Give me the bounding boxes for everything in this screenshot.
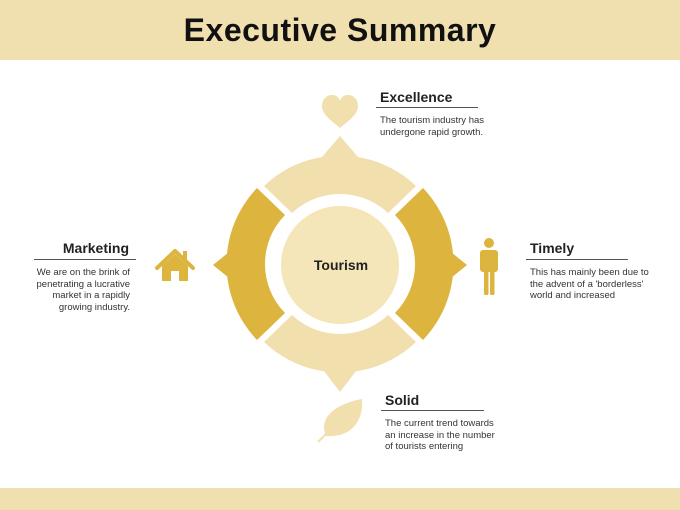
segment-bottom	[264, 315, 416, 373]
marketing-body: We are on the brink of penetrating a luc…	[36, 267, 130, 313]
timely-title: Timely	[530, 240, 575, 256]
ring-segments	[213, 136, 467, 392]
center-label: Tourism	[314, 257, 368, 273]
header-bar	[0, 0, 680, 60]
house-icon	[155, 249, 195, 281]
page-title: Executive Summary	[183, 12, 497, 48]
arrow-right	[446, 248, 467, 282]
segment-top	[264, 155, 416, 213]
excellence-title: Excellence	[380, 89, 453, 105]
arrow-left	[213, 248, 234, 282]
solid-title: Solid	[385, 392, 420, 408]
excellence-body: The tourism industry has undergone rapid…	[380, 115, 485, 138]
marketing-divider	[34, 259, 136, 260]
leaf-icon	[317, 399, 363, 443]
excellence-divider	[376, 107, 478, 108]
solid-body: The current trend towards an increase in…	[385, 418, 495, 452]
marketing-title: Marketing	[62, 240, 129, 256]
timely-divider	[526, 259, 628, 260]
person-icon	[480, 238, 498, 295]
arrow-top	[322, 136, 358, 157]
center-circle	[281, 206, 399, 324]
heart-icon	[322, 95, 358, 128]
solid-divider	[381, 410, 484, 411]
segment-right	[395, 188, 454, 340]
timely-body: This has mainly been due to the advent o…	[530, 267, 649, 301]
footer-bar	[0, 488, 680, 510]
segment-left	[226, 188, 285, 340]
arrow-bottom	[324, 371, 356, 392]
